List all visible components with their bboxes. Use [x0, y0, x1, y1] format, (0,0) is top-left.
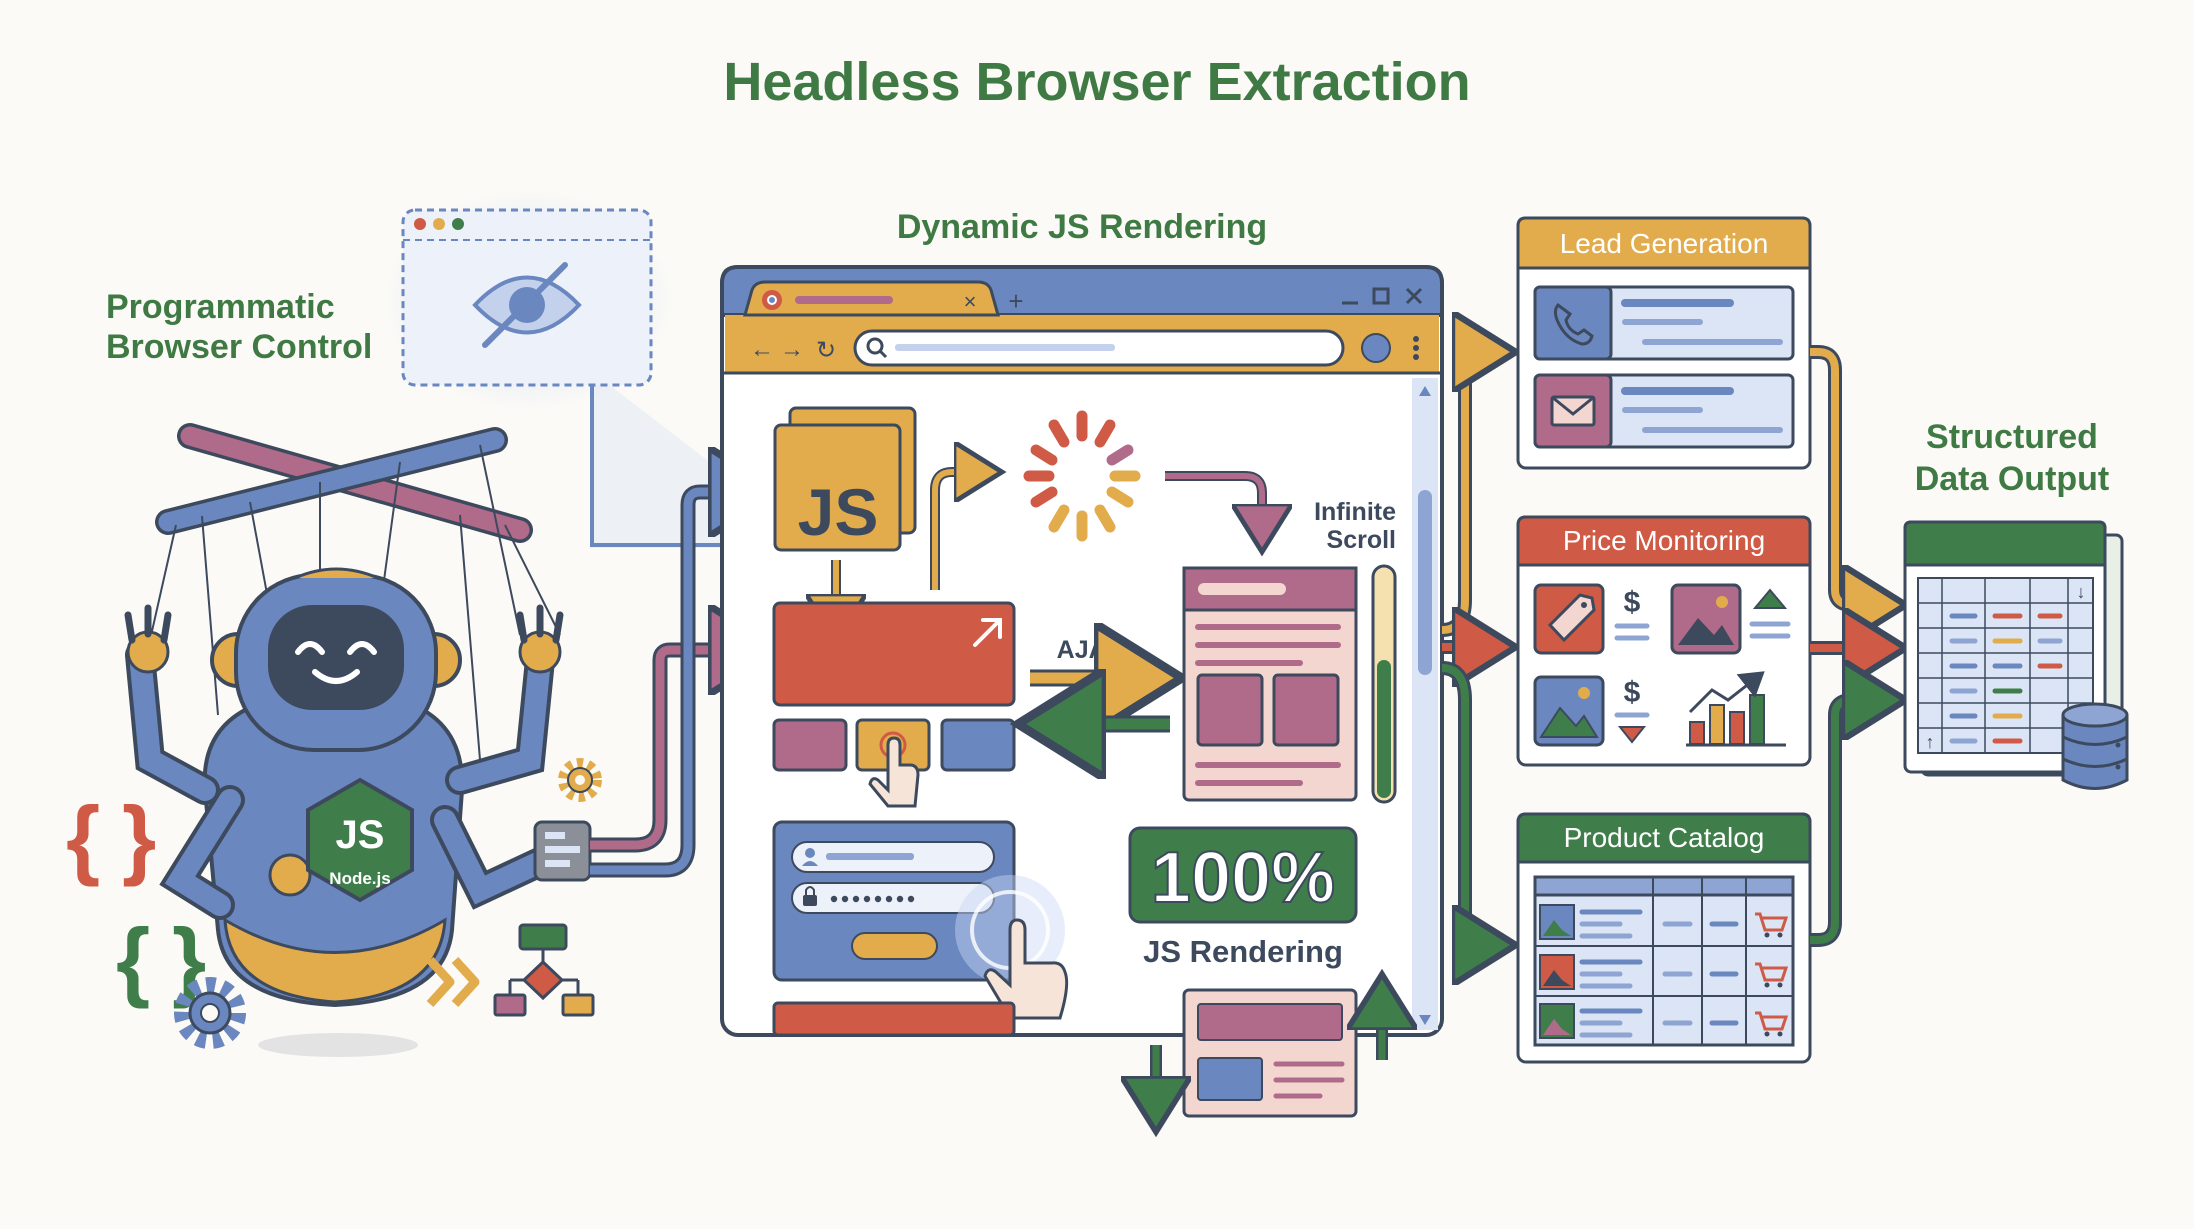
remote-device [533, 820, 592, 882]
password-field[interactable] [791, 882, 995, 914]
price-tag-icon [1533, 583, 1605, 655]
profile-icon[interactable] [1361, 333, 1391, 363]
image-icon [1670, 583, 1742, 655]
rendered-page-card [1182, 566, 1358, 802]
js-file-text: JS [798, 475, 879, 549]
menu-icon[interactable] [1413, 336, 1419, 360]
lock-icon [803, 886, 817, 906]
brackets-icon: { } [66, 788, 156, 887]
search-icon [866, 337, 888, 359]
label-programmatic-line2: Browser Control [106, 328, 372, 366]
chart-up-icon [1686, 671, 1786, 747]
label-structured-line1: Structured [1926, 418, 2098, 456]
scrollbar-thumb[interactable] [1418, 490, 1432, 675]
cart-icon [1755, 912, 1789, 1031]
fast-forward-icon [426, 956, 480, 1008]
lead-generation-title: Lead Generation [1560, 228, 1769, 259]
pointer-hand-icon [868, 736, 920, 808]
infinite-label-line1: Infinite [1314, 498, 1396, 526]
login-button[interactable] [851, 932, 938, 960]
chrome-icon [762, 290, 782, 310]
mail-icon [1550, 395, 1596, 427]
gear-icon [174, 977, 246, 1049]
svg-text:↓: ↓ [2077, 582, 2086, 602]
back-icon[interactable]: ← [750, 336, 774, 363]
new-tab-icon[interactable]: + [1008, 286, 1023, 316]
svg-text:}: } [122, 788, 156, 887]
product-catalog-card: Product Catalog [1516, 812, 1812, 1064]
brackets-icon: { } [116, 910, 206, 1009]
js-rendering-label: JS Rendering [1143, 934, 1343, 969]
svg-text:$: $ [1624, 586, 1641, 619]
spreadsheet-output: ↓ ↑ [1903, 520, 2124, 777]
table-row [1539, 1003, 1739, 1039]
infinite-label-line2: Scroll [1327, 526, 1396, 554]
gear-icon [558, 758, 602, 802]
phone-icon [1553, 302, 1594, 346]
svg-text:$: $ [1624, 676, 1641, 709]
maximize-icon[interactable] [1372, 287, 1390, 305]
puppet-control-bar [155, 423, 533, 543]
forward-icon[interactable]: → [780, 336, 804, 363]
label-dynamic-js: Dynamic JS Rendering [897, 208, 1267, 246]
svg-text:{: { [116, 910, 150, 1009]
js-badge-text: JS [336, 813, 385, 857]
js-file: JS [773, 406, 917, 552]
scrollbar-track[interactable] [1412, 378, 1438, 1030]
flowchart-icon [493, 923, 595, 1017]
nodejs-badge: JS Node.js [306, 777, 414, 903]
page-title: Headless Browser Extraction [723, 52, 1470, 112]
image-icon [1533, 675, 1605, 747]
ajax-label: AJAX [1057, 636, 1124, 664]
rendered-panel [772, 601, 1016, 808]
lead-generation-card: Lead Generation [1516, 216, 1812, 470]
loading-spinner-icon [1023, 410, 1141, 542]
percent-text: 100% [1151, 838, 1335, 918]
tab-close-icon[interactable]: × [964, 289, 977, 314]
puppet-robot: JS Node.js [124, 423, 592, 1057]
nodejs-badge-text: Node.js [329, 869, 390, 888]
table-row [1539, 954, 1739, 990]
svg-text:↑: ↑ [1926, 732, 1935, 752]
product-catalog-title: Product Catalog [1564, 822, 1765, 853]
database-icon [2061, 702, 2129, 790]
user-icon [802, 848, 818, 866]
percent-badge: 100% [1128, 826, 1358, 924]
scrolled-page-card [1182, 988, 1358, 1118]
label-programmatic-line1: Programmatic [106, 288, 335, 326]
pointer-hand-icon [983, 918, 1069, 1020]
label-structured-line2: Data Output [1915, 460, 2110, 498]
price-monitoring-card: Price Monitoring $ $ [1516, 515, 1812, 767]
table-row [1539, 904, 1739, 940]
price-monitoring-title: Price Monitoring [1563, 525, 1765, 556]
svg-text:{: { [66, 788, 100, 887]
reload-icon[interactable]: ↻ [816, 337, 836, 364]
eye-off-icon [472, 262, 582, 348]
close-window-icon[interactable] [1405, 287, 1423, 305]
login-form [772, 820, 1069, 1020]
